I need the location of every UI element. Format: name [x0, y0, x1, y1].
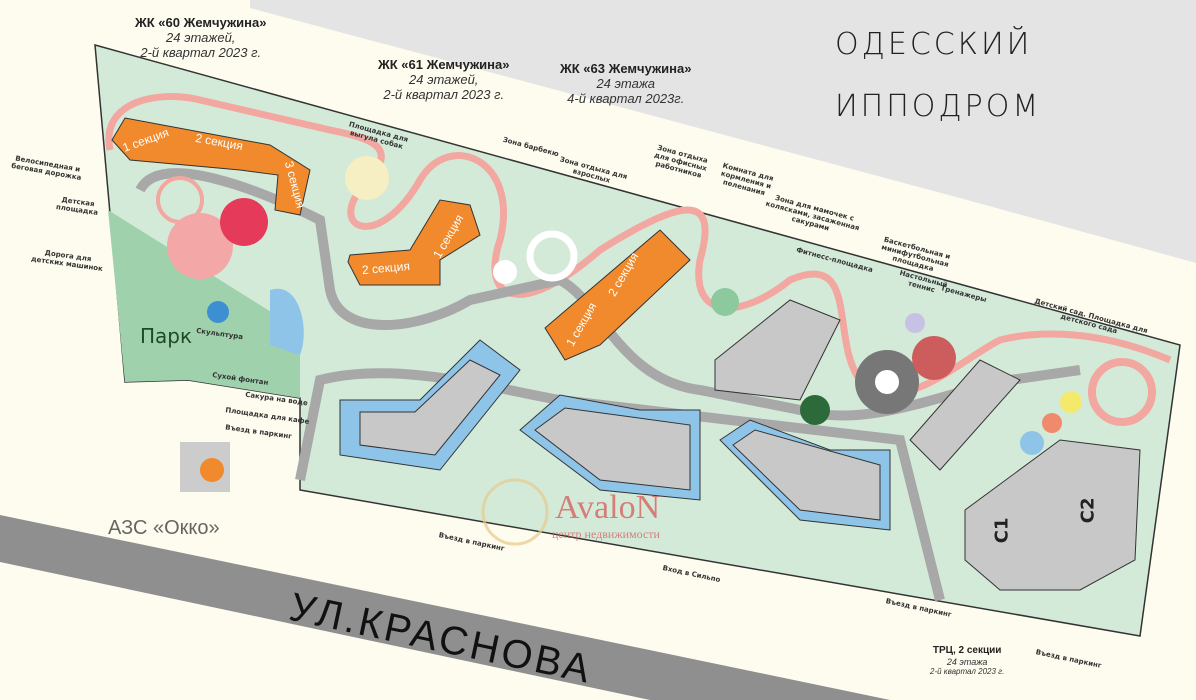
trc-name: ТРЦ, 2 секции: [932, 645, 1002, 656]
complex-name: ЖК «63 Жемчужина»: [560, 61, 692, 76]
tennis-icon: [905, 313, 925, 333]
adult-rest-zone: [526, 230, 578, 282]
building-60: [111, 117, 311, 216]
dog-area: [345, 156, 389, 200]
kindergarten-orange: [1042, 413, 1062, 433]
trainers-area: [912, 336, 956, 380]
building-61: [347, 199, 481, 286]
fitness-icon: [800, 395, 830, 425]
basketball-icon: [875, 370, 899, 394]
building-gray-2: [534, 407, 691, 491]
building-gray-3: [732, 429, 881, 521]
complex-floors: 24 этажа: [596, 75, 656, 91]
building-gray-5: [909, 359, 1021, 471]
building-gray-1: [359, 359, 501, 456]
complex-60-label: ЖК «60 Жемчужина»24 этажей,2-й квартал 2…: [135, 15, 267, 61]
complex-date: 4-й квартал 2023г.: [567, 90, 685, 106]
complex-date: 2-й квартал 2023 г.: [383, 86, 505, 102]
watermark-compass: [481, 478, 549, 546]
trc-date: 2-й квартал 2023 г.: [930, 666, 1005, 676]
kindergarten-blue: [1020, 431, 1044, 455]
building-gray-4: [714, 299, 841, 401]
kindergarten-track: [1088, 358, 1156, 426]
hippodrome-title-2: ИППОДРОМ: [835, 89, 1042, 124]
trc-block-c2: С2: [1077, 497, 1099, 524]
trc-block-c1: С1: [991, 517, 1013, 544]
complex-name: ЖК «61 Жемчужина»: [378, 57, 510, 72]
street-krasnova: [0, 515, 890, 700]
playground-pink: [167, 213, 233, 279]
watermark-tagline: центр недвижимости: [552, 527, 660, 541]
trc-building: [964, 439, 1141, 591]
watermark-brand: AvaloN: [555, 489, 661, 526]
water-sakura: [270, 288, 304, 355]
playground-red: [220, 198, 268, 246]
park-area: [108, 210, 300, 398]
hippodrome-title-1: ОДЕССКИЙ: [835, 27, 1033, 62]
kindergarten-yellow: [1060, 391, 1082, 413]
building-63: [544, 229, 691, 361]
complex-floors: 24 этажей,: [166, 29, 236, 45]
park-label: Парк: [140, 324, 193, 348]
complex-61-label: ЖК «61 Жемчужина»24 этажей,2-й квартал 2…: [378, 57, 510, 103]
complex-date: 2-й квартал 2023 г.: [140, 44, 262, 60]
sculpture-icon: [207, 301, 229, 323]
bbq-icon: [493, 260, 517, 284]
feeding-room: [711, 288, 739, 316]
complex-name: ЖК «60 Жемчужина»: [135, 15, 267, 30]
fuel-icon: [200, 458, 224, 482]
complex-floors: 24 этажей,: [409, 71, 479, 87]
hippodrome-area: [250, 0, 1196, 263]
trc-floors: 24 этажа: [946, 656, 988, 667]
gas-station-label: АЗС «Окко»: [108, 517, 220, 539]
